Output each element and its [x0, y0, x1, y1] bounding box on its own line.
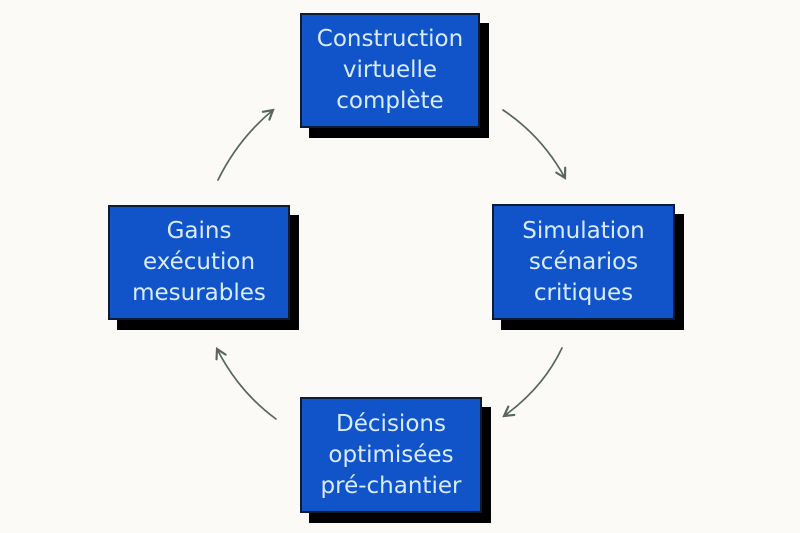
node-decisions-line2: optimisées	[328, 441, 454, 468]
node-construction-line2: virtuelle	[342, 57, 438, 83]
node-decisions-line1: Décisions	[336, 410, 446, 437]
node-construction-line1: Construction	[316, 26, 464, 52]
arrow-decisions-to-gains-icon	[215, 347, 277, 420]
node-gains-line1: Gains	[166, 218, 232, 244]
node-simulation-line2: scénarios	[528, 248, 639, 275]
node-simulation-line3: critiques	[533, 279, 634, 306]
node-construction-line3: complète	[336, 88, 444, 114]
arrow-construction-to-simulation-icon	[502, 109, 567, 180]
node-decisions-line3: pré-chantier	[320, 472, 462, 499]
node-gains: Gains exécution mesurables	[108, 205, 290, 320]
node-construction: Construction virtuelle complète	[300, 13, 480, 128]
node-gains-line3: mesurables	[132, 280, 266, 306]
node-simulation: Simulation scénarios critiques	[492, 204, 675, 320]
arrow-gains-to-construction-icon	[217, 108, 275, 181]
arrow-simulation-to-decisions-icon	[502, 347, 563, 418]
node-simulation-line1: Simulation	[522, 217, 645, 244]
node-decisions: Décisions optimisées pré-chantier	[300, 397, 482, 513]
node-gains-line2: exécution	[142, 249, 256, 275]
